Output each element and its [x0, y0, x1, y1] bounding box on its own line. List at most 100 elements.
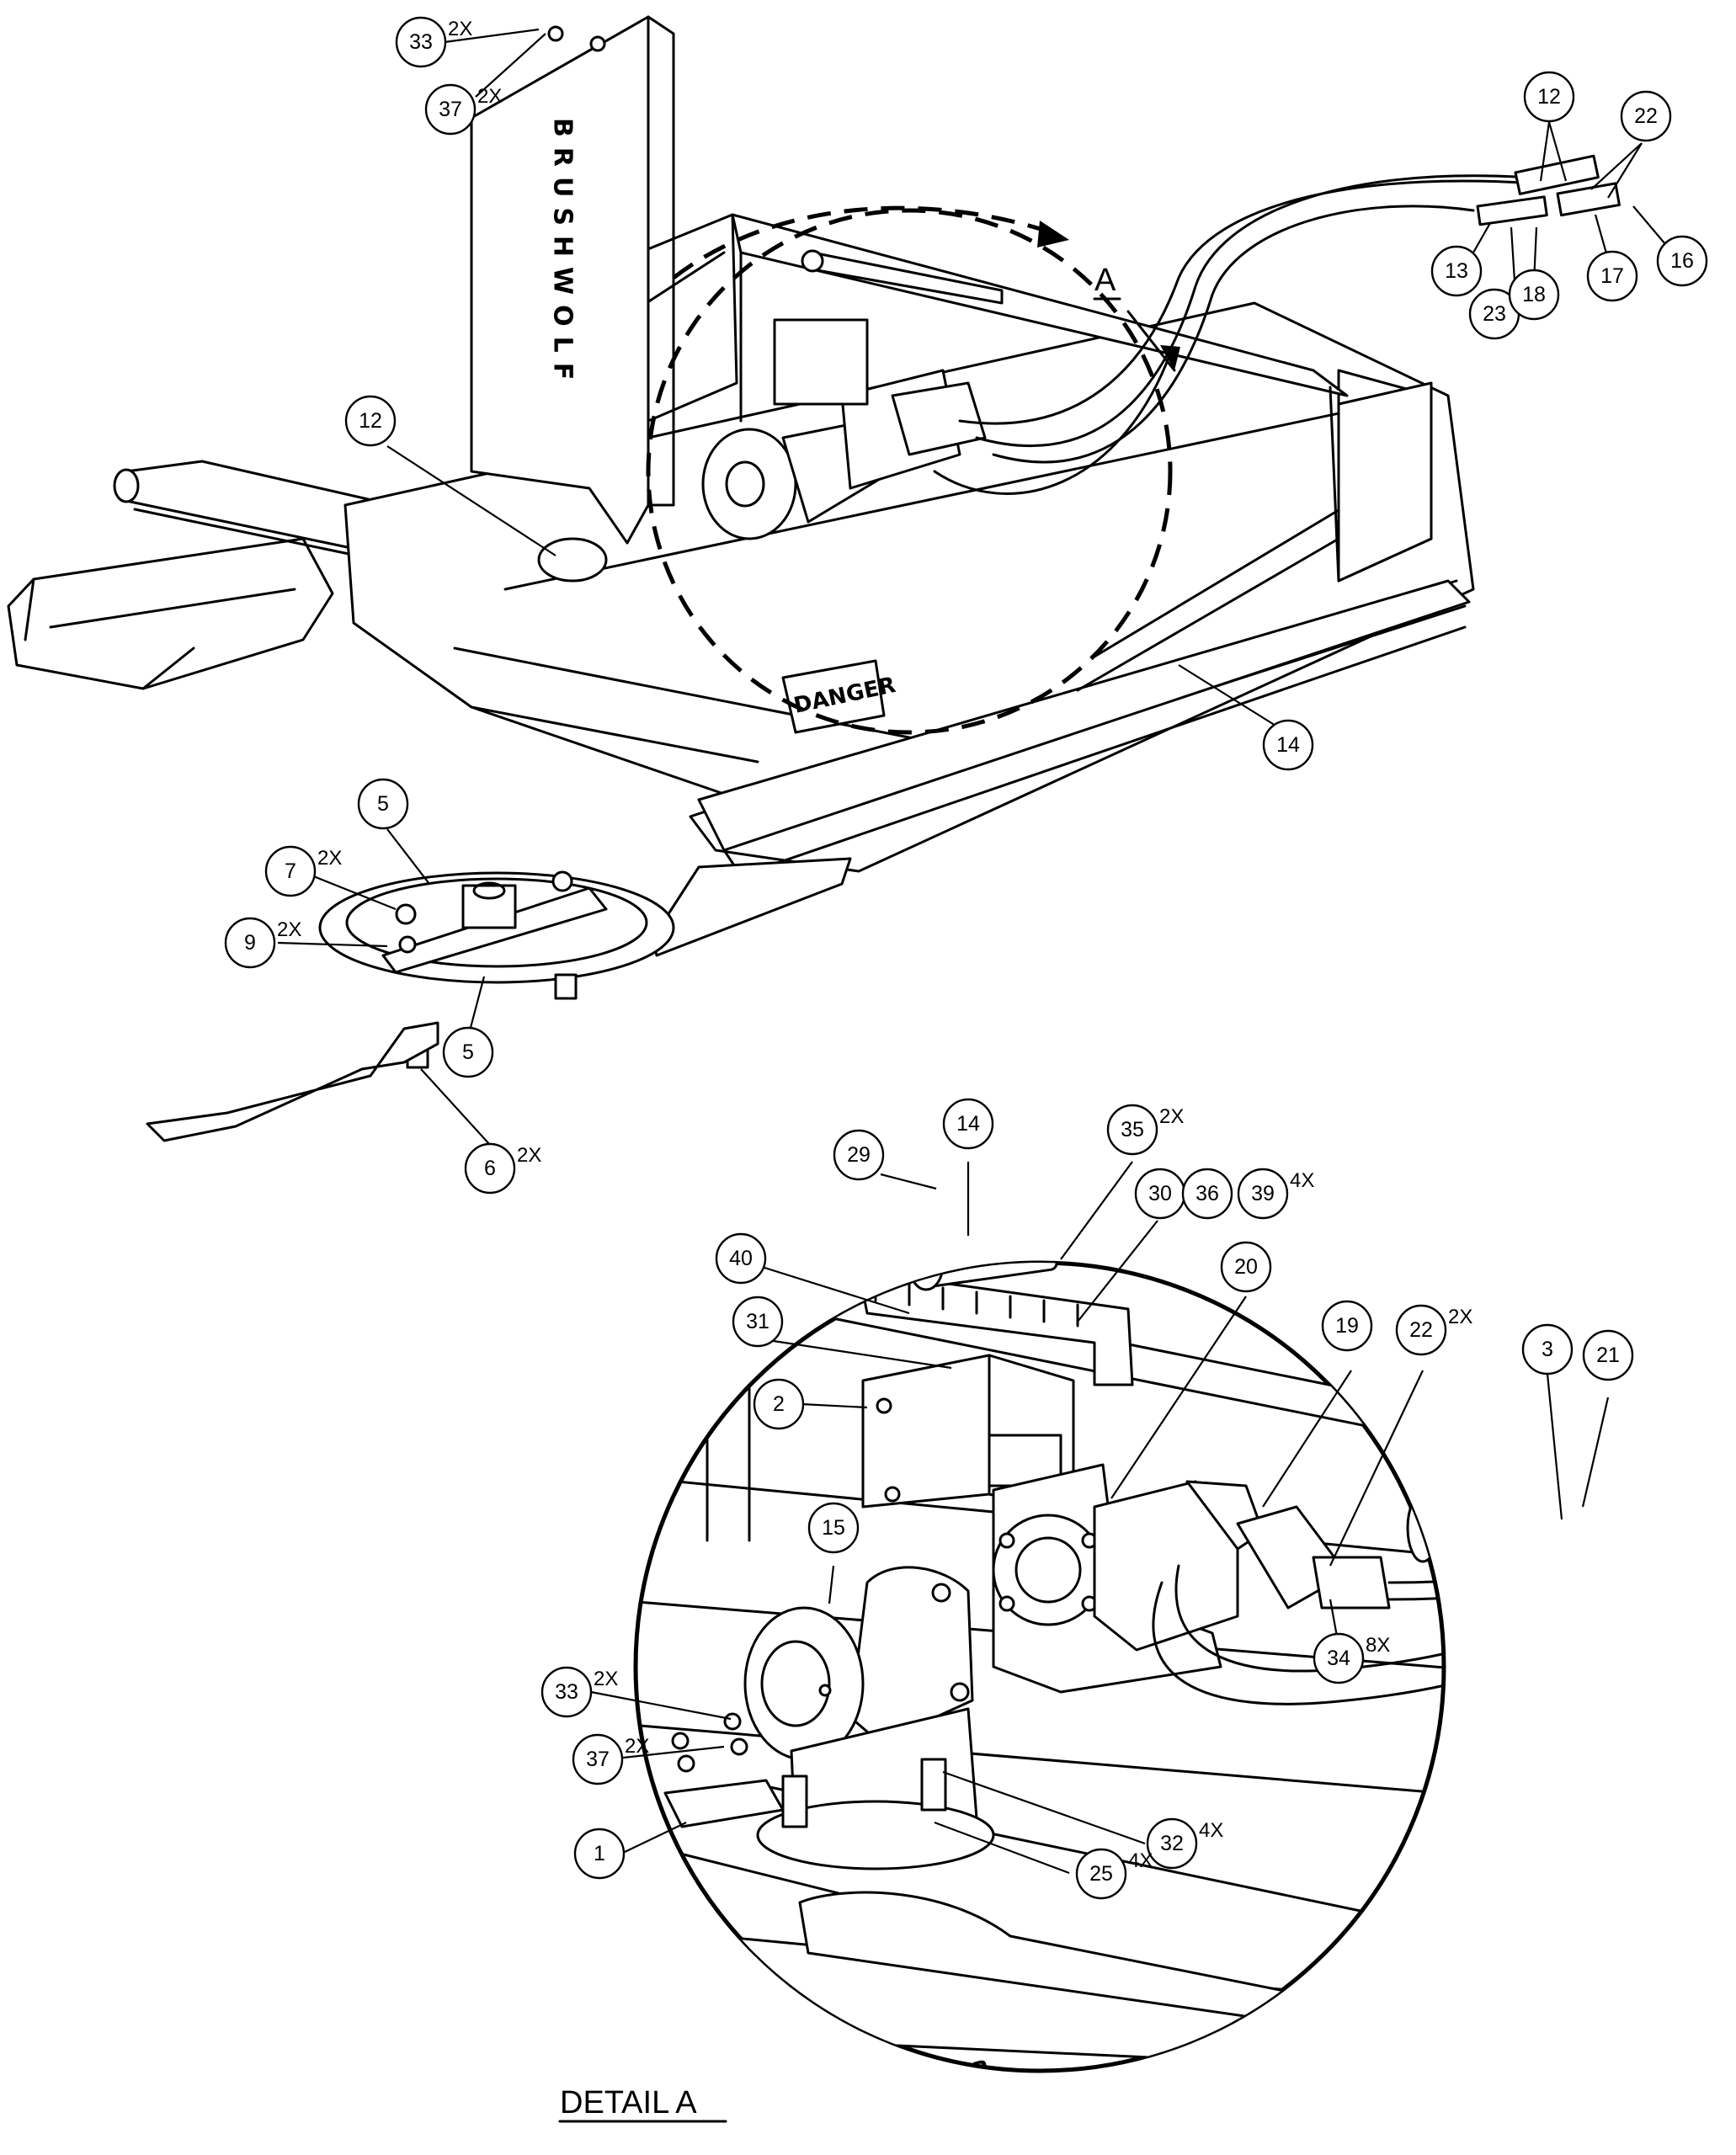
callout-number: 15 [822, 1516, 845, 1540]
detail-label: DETAIL A [560, 2085, 697, 2120]
leader-lines [277, 28, 1666, 1875]
callout-number: 33 [555, 1680, 578, 1704]
callout-number: 31 [746, 1310, 769, 1333]
callout-22: 22 [1620, 90, 1672, 142]
callout-number: 13 [1445, 259, 1468, 283]
callout-circle [1395, 1304, 1447, 1356]
callout-number: 22 [1409, 1318, 1433, 1342]
callout-circle [1146, 1817, 1198, 1870]
callout-quantity: 2X [625, 1735, 649, 1758]
callout-circle [357, 778, 409, 830]
callout-6: 62X [464, 1142, 541, 1195]
callout-circle [573, 1828, 626, 1880]
callout-37: 37 2X [572, 1733, 649, 1785]
callout-number: 5 [462, 1040, 474, 1064]
callout-number: 17 [1600, 264, 1624, 288]
callout-14: 14 [942, 1098, 994, 1150]
callout-quantity: 2X [448, 18, 472, 40]
callout-circle [1586, 250, 1638, 302]
callout-14: 14 [1262, 719, 1314, 771]
callout-3: 3 [1521, 1323, 1574, 1375]
callout-number: 20 [1234, 1255, 1258, 1279]
callout-37: 37 2X [424, 83, 502, 136]
callout-circle [424, 83, 477, 136]
callout-13: 13 [1430, 245, 1483, 297]
callout-circle [572, 1733, 624, 1785]
callout-2: 2 [753, 1378, 805, 1430]
callout-number: 34 [1327, 1647, 1350, 1670]
callout-number: 3 [1542, 1338, 1553, 1361]
view-label: A [1094, 263, 1116, 298]
callout-number: 21 [1596, 1344, 1620, 1367]
callout-number: 40 [729, 1247, 753, 1270]
callout-33: 33 2X [541, 1666, 618, 1718]
callout-circle [1620, 90, 1672, 142]
callout-number: 37 [439, 98, 462, 121]
callout-17: 17 [1586, 250, 1638, 302]
callout-quantity: 2X [477, 85, 502, 108]
callout-quantity: 4X [1128, 1849, 1153, 1872]
callout-quantity: 2X [1159, 1105, 1184, 1128]
callout-circle [1582, 1329, 1634, 1381]
callout-29: 29 [833, 1129, 885, 1181]
callout-circle [344, 395, 397, 447]
brand-decal-text: BRUSHWOLF [548, 118, 578, 390]
callout-quantity: 2X [277, 918, 301, 941]
callout-circle [1220, 1241, 1272, 1293]
callout-number: 33 [409, 30, 433, 54]
callout-quantity: 2X [594, 1668, 618, 1690]
callout-number: 9 [244, 931, 256, 955]
callout-19: 19 [1321, 1300, 1373, 1352]
callout-circle [732, 1296, 784, 1348]
callout-number: 37 [586, 1748, 610, 1771]
callout-40: 40 [715, 1232, 767, 1285]
callout-number: 32 [1160, 1832, 1184, 1855]
callout-circle [715, 1232, 767, 1285]
callout-20: 20 [1220, 1241, 1272, 1293]
callout-number: 19 [1335, 1314, 1359, 1338]
callout-number: 7 [285, 859, 296, 883]
callout-1: 1 [573, 1828, 626, 1880]
callout-35: 35 2X [1106, 1104, 1184, 1156]
callout-circle [442, 1026, 494, 1078]
mower-deck-assembly: DANGER BRUSHWOLF A [7, 15, 1621, 877]
callout-number: 16 [1670, 249, 1694, 273]
callout-circle [807, 1502, 860, 1554]
callout-circle [833, 1129, 885, 1181]
callout-circle [1181, 1168, 1233, 1220]
callout-number: 14 [1276, 733, 1300, 757]
callout-circle [1321, 1300, 1373, 1352]
callout-36: 36 [1181, 1168, 1233, 1220]
callout-circle [753, 1378, 805, 1430]
callout-circle [264, 845, 317, 897]
callout-number: 18 [1522, 283, 1546, 306]
callout-number: 12 [1537, 85, 1561, 109]
callout-circle [942, 1098, 994, 1150]
callout-circle [541, 1666, 593, 1718]
callout-number: 29 [847, 1143, 871, 1167]
callout-number: 23 [1483, 302, 1506, 326]
callout-number: 22 [1634, 104, 1658, 128]
callout-circle [1656, 235, 1708, 287]
callout-circle [1237, 1168, 1289, 1220]
callout-5: 5 [442, 1026, 494, 1078]
callout-quantity: 4X [1290, 1169, 1314, 1192]
callout-quantity: 4X [1199, 1819, 1223, 1842]
callout-number: 35 [1121, 1118, 1144, 1141]
callout-16: 16 [1656, 235, 1708, 287]
callout-21: 21 [1582, 1329, 1634, 1381]
callout-number: 2 [773, 1392, 785, 1416]
callout-circle [395, 16, 447, 68]
callout-9: 9 2X [224, 917, 301, 969]
callout-15: 15 [807, 1502, 860, 1554]
callout-number: 36 [1195, 1182, 1219, 1205]
callout-number: 14 [956, 1112, 980, 1136]
callout-32: 32 4X [1146, 1817, 1223, 1870]
callout-circle [1508, 269, 1560, 321]
callout-circle [224, 917, 276, 969]
